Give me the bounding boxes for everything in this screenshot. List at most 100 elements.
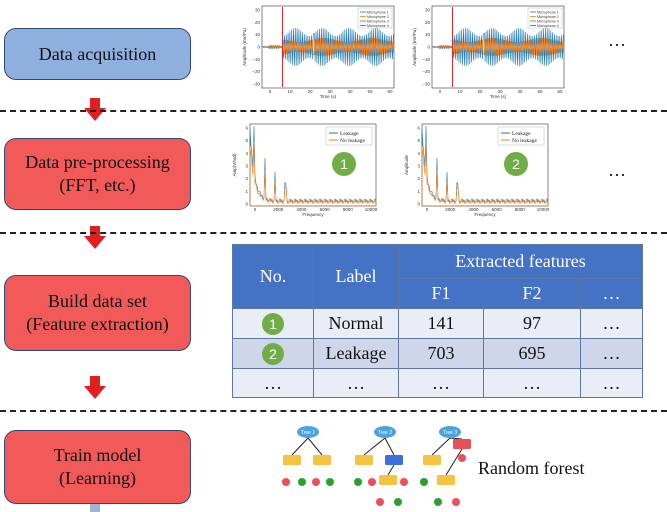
y-tick-label: 10 <box>425 32 431 37</box>
step-train-model: Train model (Learning) <box>4 430 191 504</box>
tree-leaf-node <box>282 478 290 486</box>
row-number-badge: 1 <box>262 312 284 335</box>
x-tick-label: 10000 <box>537 207 550 212</box>
y-tick-label: −10 <box>252 57 260 62</box>
x-tick-label: 30 <box>327 89 333 94</box>
tree-edge <box>384 437 395 456</box>
tree-root-node <box>374 426 396 438</box>
tree-leaf-node <box>298 478 306 486</box>
cell-f2: 97 <box>483 307 581 340</box>
tree-leaf-node <box>420 478 428 486</box>
step-sublabel: (Feature extraction) <box>26 314 169 334</box>
x-tick-label: 8000 <box>515 207 526 212</box>
step-label: Train model <box>53 445 142 465</box>
step-sublabel: (FFT, etc.) <box>59 175 136 195</box>
tree-leaf-node <box>326 478 334 486</box>
step-data-preprocessing: Data pre-processing (FFT, etc.) <box>4 138 191 210</box>
step-sublabel: (Learning) <box>59 468 136 488</box>
tree-leaf-node <box>458 454 466 462</box>
cell-label: Normal <box>313 307 399 340</box>
col-header-label: Label <box>313 244 399 309</box>
x-tick-label: 50 <box>367 89 373 94</box>
series-line-orange <box>261 37 394 57</box>
x-tick-label: 8000 <box>343 207 354 212</box>
y-tick-label: −20 <box>422 69 430 74</box>
y-tick-label: −30 <box>252 82 260 87</box>
y-tick-label: 30 <box>425 8 431 13</box>
x-tick-label: 10 <box>287 89 293 94</box>
y-tick-label: 6 <box>417 126 420 131</box>
table-row: … … … … … <box>232 368 643 398</box>
tree-edge <box>449 437 463 440</box>
y-tick-label: 0 <box>417 202 420 207</box>
down-arrow-icon <box>84 376 106 399</box>
y-tick-label: 2 <box>245 176 248 181</box>
x-tick-label: 0 <box>439 89 442 94</box>
tree-leaf-node <box>368 478 376 486</box>
y-axis-label: Amplitude (mV/Pa) <box>242 28 247 66</box>
tree-split-node <box>453 439 471 449</box>
cell-f2: 695 <box>483 338 581 370</box>
tree-split-node <box>385 455 403 465</box>
cell-more: … <box>580 307 643 340</box>
legend-label: Microphone 3 <box>537 19 559 23</box>
legend-label: Leakage <box>512 131 531 137</box>
y-tick-label: 1 <box>417 189 420 194</box>
y-tick-label: 0 <box>427 45 430 50</box>
cell-label: Leakage <box>313 338 399 370</box>
row-number-badge: 2 <box>262 342 284 365</box>
y-tick-label: 10 <box>255 32 261 37</box>
x-tick-label: 2000 <box>273 207 284 212</box>
separator <box>0 410 667 412</box>
separator <box>0 110 667 112</box>
x-axis-label: Time (s) <box>320 94 337 99</box>
col-header-features: Extracted features <box>398 244 643 279</box>
cell-no: … <box>232 368 314 398</box>
cell-f2: … <box>483 368 581 398</box>
legend-label: Microphone 3 <box>367 19 389 23</box>
y-tick-label: 4 <box>245 151 248 156</box>
y-axis-label: Amplitude <box>404 155 409 176</box>
tree-leaf-node <box>434 498 442 506</box>
x-tick-label: 4000 <box>468 207 479 212</box>
legend-box <box>527 7 563 29</box>
tree-leaf-node <box>376 498 384 506</box>
legend-label: Microphone 2 <box>537 15 559 19</box>
y-tick-label: 30 <box>255 8 261 13</box>
x-tick-label: 60 <box>557 89 563 94</box>
x-tick-label: 2000 <box>445 207 456 212</box>
tree-leaf-node <box>400 478 408 486</box>
x-tick-label: 20 <box>477 89 483 94</box>
tree-split-node <box>355 455 373 465</box>
tree-edge <box>431 437 451 456</box>
series-line-no-leakage <box>249 140 377 207</box>
y-tick-label: 20 <box>425 20 431 25</box>
y-tick-label: 0 <box>257 45 260 50</box>
cell-more: … <box>580 368 643 398</box>
more-plots-ellipsis: … <box>608 160 626 180</box>
legend-label: Microphone 1 <box>537 10 559 14</box>
series-line-no-leakage <box>421 140 549 207</box>
tree-split-node <box>437 475 455 485</box>
tree-edge <box>363 437 386 456</box>
y-tick-label: 20 <box>255 20 261 25</box>
legend-label: Microphone 1 <box>367 10 389 14</box>
col-header-f2: F2 <box>483 278 581 309</box>
y-tick-label: 3 <box>245 164 248 169</box>
tree-label: Tree 3 <box>443 430 457 436</box>
x-tick-label: 40 <box>347 89 353 94</box>
x-tick-label: 40 <box>517 89 523 94</box>
y-tick-label: 4 <box>417 151 420 156</box>
tree-split-node <box>313 455 331 465</box>
tree-split-node <box>423 455 441 465</box>
x-tick-label: 0 <box>254 207 257 212</box>
y-tick-label: −10 <box>422 57 430 62</box>
step-build-dataset: Build data set (Feature extraction) <box>4 275 191 351</box>
tree-edge <box>387 464 395 476</box>
table-row: 1 Normal 141 97 … <box>232 307 643 340</box>
y-tick-label: 5 <box>417 138 420 143</box>
y-tick-label: 1 <box>245 189 248 194</box>
